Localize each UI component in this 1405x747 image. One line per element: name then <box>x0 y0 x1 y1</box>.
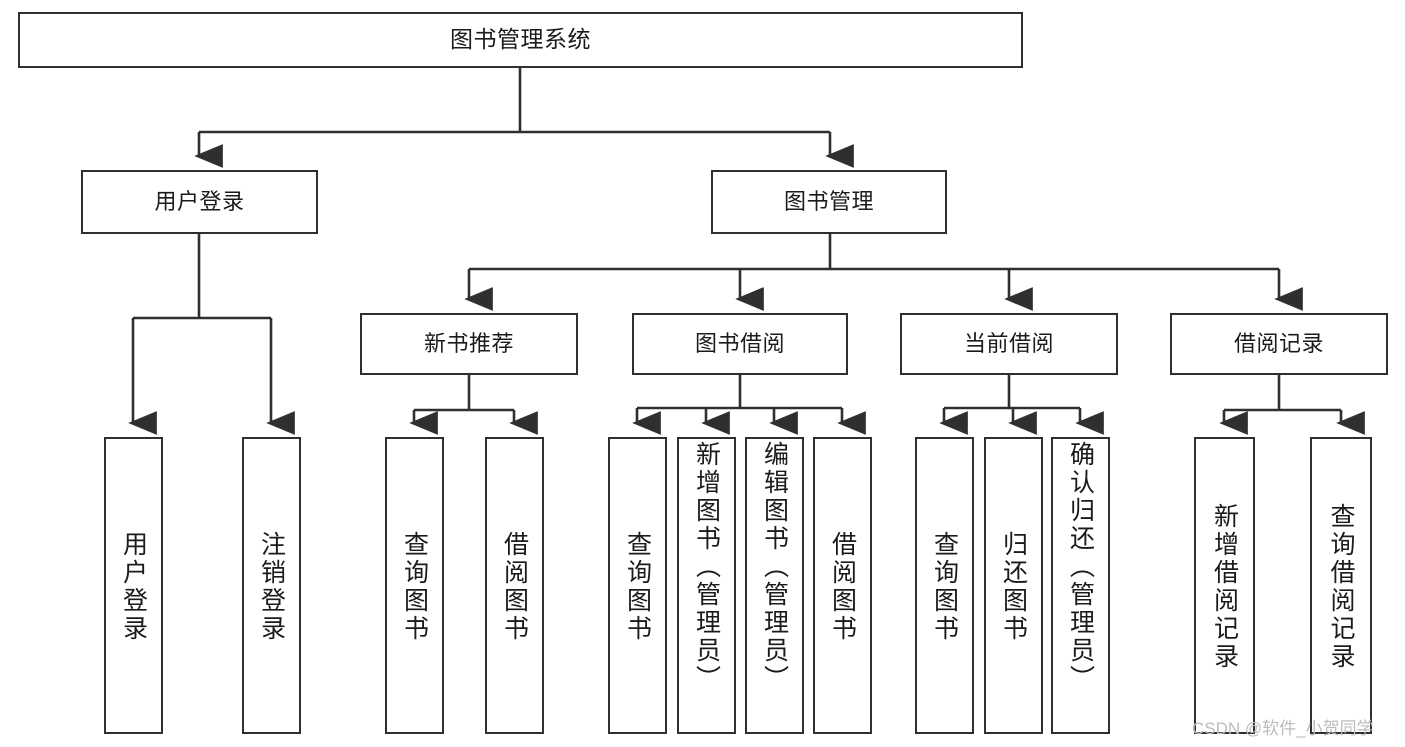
node-label: 借阅图书 <box>500 530 529 643</box>
node-label: 归还图书 <box>999 530 1028 643</box>
leaf-record-add[interactable]: 新增借阅记录 <box>1194 437 1255 734</box>
node-label: 用户登录 <box>119 530 148 643</box>
node-label: 查询图书 <box>623 530 652 643</box>
leaf-user-login[interactable]: 用户登录 <box>104 437 163 734</box>
node-label: 查询图书 <box>400 530 429 643</box>
node-label: 确认归还（管理员） <box>1066 441 1095 693</box>
node-user-login[interactable]: 用户登录 <box>81 170 318 234</box>
csdn-watermark: CSDN @软件_小贺同学 <box>1192 719 1374 738</box>
node-label: 借阅记录 <box>1233 331 1324 357</box>
leaf-current-query-book[interactable]: 查询图书 <box>915 437 974 734</box>
node-label: 当前借阅 <box>963 331 1054 357</box>
node-label: 图书管理系统 <box>450 26 591 53</box>
leaf-borrow-add-book[interactable]: 新增图书（管理员） <box>677 437 736 734</box>
node-label: 新增图书（管理员） <box>692 441 721 693</box>
leaf-current-return-book[interactable]: 归还图书 <box>984 437 1043 734</box>
leaf-record-query[interactable]: 查询借阅记录 <box>1310 437 1372 734</box>
node-new-book-recommend[interactable]: 新书推荐 <box>360 313 578 375</box>
node-label: 图书借阅 <box>694 331 785 357</box>
node-label: 用户登录 <box>154 189 245 215</box>
leaf-current-confirm-return[interactable]: 确认归还（管理员） <box>1051 437 1110 734</box>
node-label: 新增借阅记录 <box>1210 502 1239 671</box>
node-label: 查询借阅记录 <box>1327 502 1355 671</box>
node-label: 借阅图书 <box>828 530 857 643</box>
node-label: 新书推荐 <box>423 331 514 357</box>
node-root-system[interactable]: 图书管理系统 <box>18 12 1023 68</box>
leaf-new-book-query[interactable]: 查询图书 <box>385 437 444 734</box>
node-label: 查询图书 <box>930 530 959 643</box>
node-book-borrow[interactable]: 图书借阅 <box>632 313 848 375</box>
node-label: 编辑图书（管理员） <box>760 441 789 693</box>
leaf-borrow-edit-book[interactable]: 编辑图书（管理员） <box>745 437 804 734</box>
leaf-new-book-borrow[interactable]: 借阅图书 <box>485 437 544 734</box>
leaf-user-logout[interactable]: 注销登录 <box>242 437 301 734</box>
node-borrow-record[interactable]: 借阅记录 <box>1170 313 1388 375</box>
node-label: 注销登录 <box>257 530 286 643</box>
node-label: 图书管理 <box>783 189 874 215</box>
leaf-borrow-query-book[interactable]: 查询图书 <box>608 437 667 734</box>
node-book-management[interactable]: 图书管理 <box>711 170 947 234</box>
node-current-borrow[interactable]: 当前借阅 <box>900 313 1118 375</box>
leaf-borrow-lend-book[interactable]: 借阅图书 <box>813 437 872 734</box>
